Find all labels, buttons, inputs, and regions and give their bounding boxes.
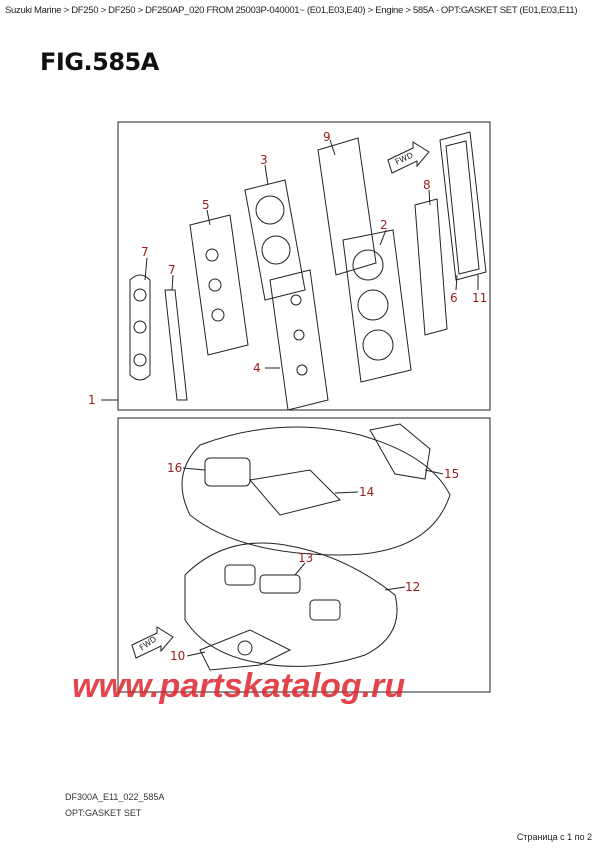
fwd-arrow-icon: FWD [131,626,174,659]
breadcrumb[interactable]: Suzuki Marine > DF250 > DF250 > DF250AP_… [5,5,578,16]
watermark: www.partskatalog.ru [72,667,406,705]
gasket-5 [189,214,249,356]
callout-13[interactable]: 13 [298,551,313,565]
gasket-3 [244,179,306,301]
gasket-10 [199,629,292,671]
gasket-7a [129,274,151,381]
gasket-15 [369,423,431,480]
callout-16[interactable]: 16 [167,461,182,475]
fwd-arrow-icon: FWD [387,141,430,174]
callout-4[interactable]: 4 [253,361,261,375]
callout-7b[interactable]: 7 [168,263,176,277]
upper-panel [117,121,491,411]
callout-2[interactable]: 2 [380,218,388,232]
gasket-7b [164,289,188,401]
drawing-code: DF300A_E11_022_585A [65,792,165,802]
callout-11[interactable]: 11 [472,291,487,305]
callout-15[interactable]: 15 [444,467,459,481]
gasket-4 [269,269,329,411]
callout-7a[interactable]: 7 [141,245,149,259]
gasket-8 [414,198,448,336]
callout-14[interactable]: 14 [359,485,374,499]
gasket-12 [184,542,398,667]
caption: OPT:GASKET SET [65,808,142,818]
callout-10[interactable]: 10 [170,649,185,663]
gasket-14 [181,426,451,556]
callout-8[interactable]: 8 [423,178,431,192]
callout-5[interactable]: 5 [202,198,210,212]
callout-1[interactable]: 1 [88,393,96,407]
gasket-6-11 [439,131,487,281]
lower-panel [117,417,491,693]
callout-6[interactable]: 6 [450,291,458,305]
figure-title: FIG.585A [40,48,159,76]
gasket-9 [317,137,377,276]
callout-12[interactable]: 12 [405,580,420,594]
callout-3[interactable]: 3 [260,153,268,167]
gasket-16 [204,457,251,487]
gasket-2 [342,229,412,383]
callout-9[interactable]: 9 [323,130,331,144]
page-indicator: Страница с 1 по 2 [516,832,592,842]
